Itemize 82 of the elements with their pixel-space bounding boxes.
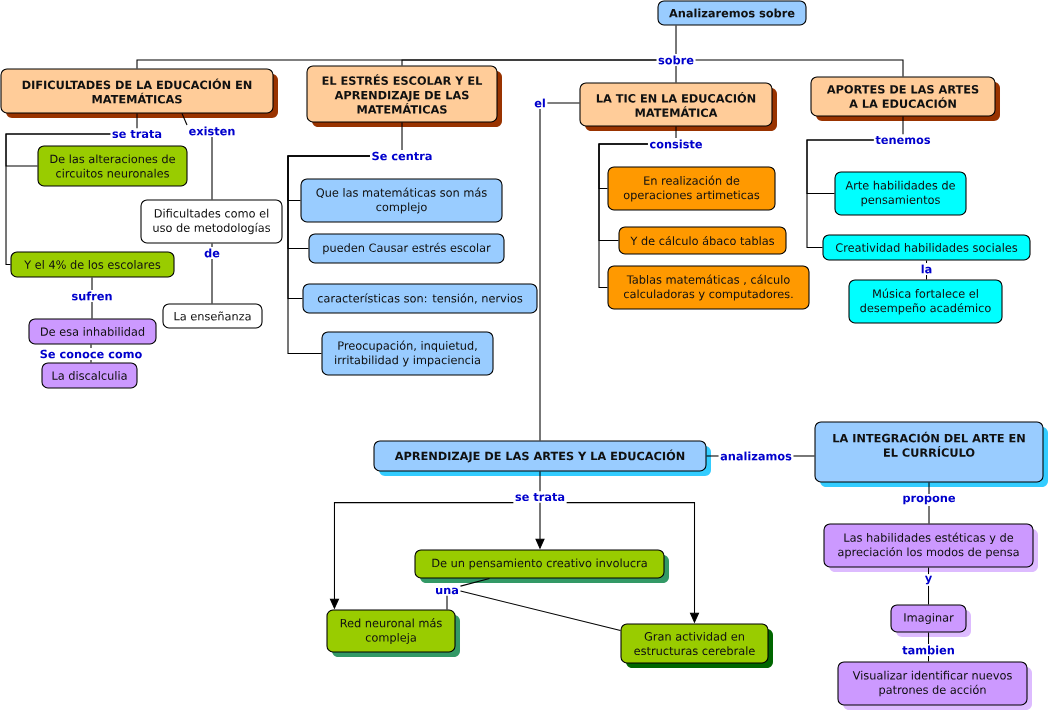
connector-line (928, 505, 930, 524)
concept-box: Analizaremos sobre (657, 0, 807, 26)
linking-phrase: Se centra (370, 150, 434, 162)
linking-phrase: y (923, 574, 934, 586)
linking-phrase: tambien (900, 644, 957, 656)
connector-line (401, 122, 403, 151)
concept-box: EL ESTRÉS ESCOLAR Y EL APRENDIZAJE DE LAS MATEMÁTICAS (306, 65, 502, 127)
concept-box: LA INTEGRACIÓN DEL ARTE EN EL CURRÍCULO (814, 421, 1048, 487)
connector-line (211, 243, 213, 248)
concept-box: Las habilidades estéticas y de apreciación los modos de pensa (823, 523, 1038, 572)
connector-line (5, 133, 111, 266)
concept-box: Preocupación, inquietud, irritabilidad y impaciencia (321, 331, 494, 376)
connector-line (927, 585, 930, 605)
connector-line (211, 136, 213, 200)
concept-box: De las alteraciones de circuitos neuronales (37, 145, 188, 187)
connector-line (928, 482, 930, 495)
connector-line (927, 632, 930, 645)
linking-phrase: de (202, 247, 222, 259)
connector-line (446, 595, 448, 610)
concept-box: De esa inhabilidad (28, 318, 157, 345)
concept-box: La discalculia (41, 362, 138, 389)
linking-phrase: sufren (70, 290, 114, 302)
concept-box: LA TIC EN LA EDUCACIÓN MATEMÁTICA (579, 82, 777, 131)
concept-box: Arte habilidades de pensamientos (834, 171, 967, 216)
concept-box: La enseñanza (162, 303, 263, 329)
connector-line (598, 143, 649, 289)
concept-box: Visualizar identificar nuevos patrones de acción (837, 661, 1032, 710)
connector-line (792, 455, 815, 457)
concept-box: Gran actividad en estructuras cerebrale (620, 623, 773, 668)
concept-box: Y de cálculo ábaco tablas (618, 226, 787, 255)
connector-line (539, 108, 541, 441)
connector-line (90, 359, 92, 363)
concept-box: Tablas matemáticas , cálculo calculadoras y computadores. (607, 265, 810, 310)
linking-phrase: existen (187, 125, 237, 137)
connector-line (925, 260, 928, 264)
connector-line (401, 59, 657, 66)
concept-box: Dificultades como el uso de metodologías (140, 199, 283, 244)
connector-line (211, 258, 213, 304)
connector-line (675, 126, 677, 139)
connector-line (925, 274, 928, 280)
concept-box: Y el 4% de los escolares (10, 251, 175, 278)
linking-phrase: propone (901, 494, 957, 506)
connector-line (459, 590, 621, 631)
connector-line (539, 471, 541, 492)
connector-line (91, 301, 93, 319)
connector-line (806, 139, 875, 249)
connector-line (927, 655, 930, 662)
linking-phrase: se trata (513, 491, 567, 503)
concept-box: APRENDIZAJE DE LAS ARTES Y LA EDUCACIÓN (373, 440, 711, 476)
linking-phrase: tenemos (874, 134, 932, 146)
linking-phrase: la (919, 263, 934, 275)
connector-line (902, 116, 904, 135)
connector-line (675, 65, 677, 83)
concept-box: APORTES DE LAS ARTES A LA EDUCACIÓN (810, 76, 1000, 121)
concept-box: Que las matemáticas son más complejo (300, 178, 503, 223)
concept-box: Creatividad habilidades sociales (822, 234, 1031, 261)
concept-box: pueden Causar estrés escolar (308, 233, 505, 264)
linking-phrase: consiste (648, 138, 704, 150)
concept-box: Red neuronal más compleja (326, 609, 460, 657)
connector-line (546, 102, 580, 104)
connector-line (181, 113, 188, 126)
connector-line (695, 59, 904, 77)
linking-phrase: una (433, 586, 461, 596)
concept-box: DIFICULTADES DE LA EDUCACIÓN EN MATEMÁTICAS (0, 68, 278, 118)
concept-box: características son: tensión, nervios (302, 283, 538, 314)
concept-box: De un pensamiento creativo involucra (414, 549, 669, 583)
connector-line (459, 578, 490, 587)
connector-line (91, 277, 93, 291)
concept-box: Música fortalece el desempeño académico (848, 279, 1003, 324)
connector-line (287, 155, 371, 355)
connector-line (927, 567, 930, 575)
linking-phrase: Se conoce como (38, 348, 144, 360)
linking-phrase: el (532, 97, 548, 109)
linking-phrase: analizamos (718, 450, 794, 462)
linking-phrase: sobre (656, 54, 696, 66)
linking-phrase: se trata (110, 128, 164, 140)
connector-line (90, 344, 92, 349)
concept-box: Imaginar (890, 604, 971, 637)
connector-line (675, 25, 677, 55)
connector-line (706, 455, 720, 457)
concept-box: En realización de operaciones artimeticas (607, 166, 776, 211)
connector-line (136, 113, 138, 129)
